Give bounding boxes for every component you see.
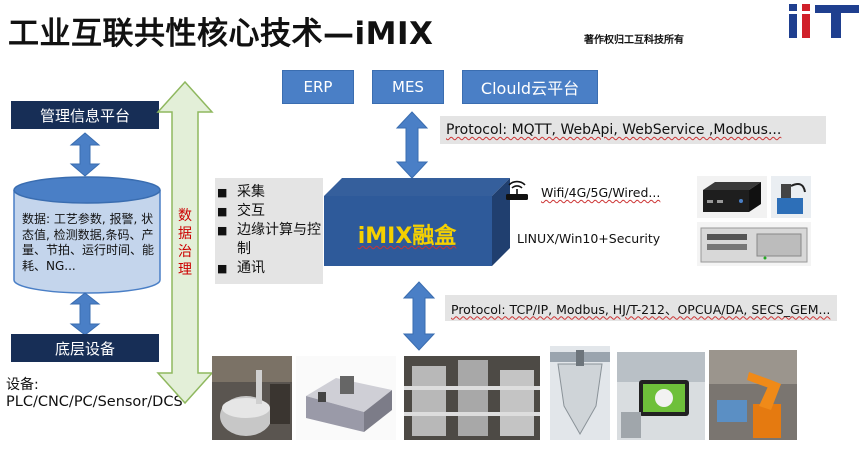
upper-protocol-text: Protocol: MQTT, WebApi, WebService ,Modb… xyxy=(446,122,782,138)
double-arrow-icon xyxy=(69,132,101,177)
mes-box: MES xyxy=(372,70,444,104)
reactor-photo xyxy=(212,356,292,440)
devices-list: PLC/CNC/PC/Sensor/DCS xyxy=(6,394,183,410)
data-governance-label: 数据治理 xyxy=(178,208,192,278)
lower-protocol-label: Protocol: TCP/IP, Modbus, HJ/T-212、OPCUA… xyxy=(445,295,837,321)
mgmt-platform-box: 管理信息平台 xyxy=(11,101,159,129)
cloud-platform-box: Clould云平台 xyxy=(462,70,598,104)
function-item: 通讯 xyxy=(215,259,323,278)
function-item: 边缘计算与控制 xyxy=(215,221,323,259)
database-cylinder xyxy=(13,176,161,294)
double-arrow-icon xyxy=(395,111,429,179)
wireless-label: Wifi/4G/5G/Wired... xyxy=(541,185,660,200)
upper-protocol-label: Protocol: MQTT, WebApi, WebService ,Modb… xyxy=(440,116,826,144)
pipeline-tanks-photo xyxy=(404,356,540,440)
imix-box-text: iMIX融盒 xyxy=(357,224,457,249)
functions-panel: 采集 交互 边缘计算与控制 通讯 xyxy=(215,178,323,284)
industrial-robot-photo xyxy=(709,350,797,440)
erp-box: ERP xyxy=(282,70,354,104)
conical-dryer-photo xyxy=(550,346,610,440)
database-text: 数据: 工艺参数, 报警, 状态值, 检测数据,条码、产量、节拍、运行时间、能耗… xyxy=(22,212,155,273)
devices-label: 设备: xyxy=(6,377,39,393)
router-icon xyxy=(506,180,528,200)
page-title: 工业互联共性核心技术—iMIX xyxy=(8,16,434,52)
double-arrow-icon xyxy=(69,292,101,336)
imix-box-graphic xyxy=(324,178,510,266)
copyright-notice: 著作权归工互科技所有 xyxy=(584,35,684,46)
iit-logo xyxy=(789,4,859,38)
function-item: 采集 xyxy=(215,183,323,202)
machine-line-photo xyxy=(296,356,396,440)
hardware-box-photo xyxy=(697,176,767,218)
sensor-device-photo xyxy=(771,176,811,218)
lower-protocol-text: Protocol: TCP/IP, Modbus, HJ/T-212、OPCUA… xyxy=(451,301,831,317)
double-arrow-icon xyxy=(402,281,436,351)
function-item: 交互 xyxy=(215,202,323,221)
imix-box-label: iMIX融盒 xyxy=(324,218,490,250)
data-governance-arrow xyxy=(156,80,214,405)
wireless-text: Wifi/4G/5G/Wired... xyxy=(541,185,661,200)
rack-server-photo xyxy=(697,222,811,266)
base-device-box: 底层设备 xyxy=(11,334,159,362)
os-label: LINUX/Win10+Security xyxy=(517,231,661,246)
tablet-monitoring-photo xyxy=(617,352,705,440)
